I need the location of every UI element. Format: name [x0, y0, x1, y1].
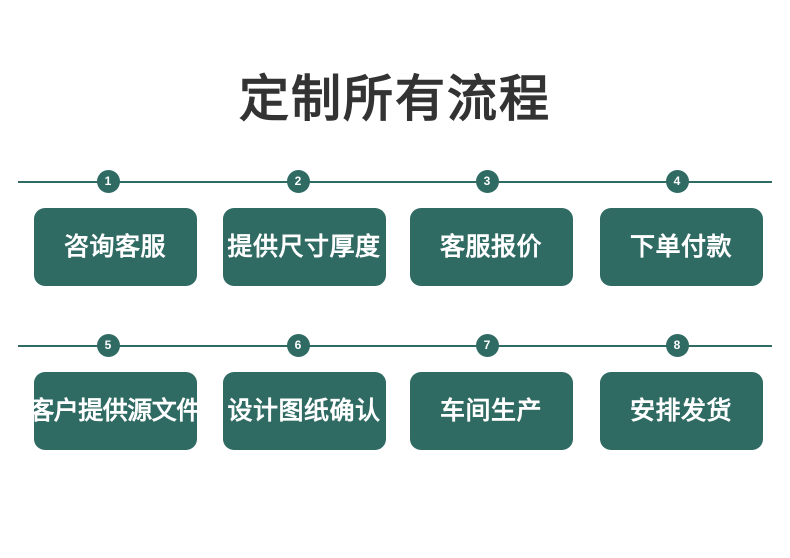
page-title: 定制所有流程	[239, 70, 551, 127]
step-card-2[interactable]: 提供尺寸厚度	[222, 208, 386, 286]
step-cards-row-2: 客户提供源文件 设计图纸确认 车间生产 安排发货	[0, 372, 790, 472]
step-card-4[interactable]: 下单付款	[599, 208, 763, 286]
step-number-badge-6: 6	[286, 334, 310, 357]
step-number-badge-3: 3	[475, 170, 499, 193]
connector-line	[18, 345, 772, 347]
step-number-badge-4: 4	[665, 170, 689, 193]
step-rail-1: 1 2 3 4	[0, 170, 790, 194]
step-number-badge-2: 2	[286, 170, 310, 193]
step-card-label: 客户提供源文件	[29, 396, 201, 425]
step-card-8[interactable]: 安排发货	[599, 372, 763, 450]
step-card-5[interactable]: 客户提供源文件	[29, 372, 201, 450]
step-card-label: 提供尺寸厚度	[227, 232, 381, 261]
step-rail-2: 5 6 7 8	[0, 334, 790, 358]
step-card-7[interactable]: 车间生产	[409, 372, 573, 450]
step-card-label: 客服报价	[439, 232, 542, 261]
step-card-label: 咨询客服	[63, 232, 166, 261]
steps-row-1: 1 2 3 4 咨询客服 提供尺寸厚度 客服报价 下单付款	[0, 170, 790, 308]
step-card-label: 车间生产	[439, 396, 542, 425]
connector-line	[18, 181, 772, 183]
step-card-6[interactable]: 设计图纸确认	[222, 372, 386, 450]
step-number-badge-1: 1	[96, 170, 120, 193]
step-card-label: 安排发货	[629, 396, 732, 425]
step-card-3[interactable]: 客服报价	[409, 208, 573, 286]
step-card-label: 下单付款	[629, 232, 732, 261]
step-cards-row-1: 咨询客服 提供尺寸厚度 客服报价 下单付款	[0, 208, 790, 308]
step-number-badge-7: 7	[475, 334, 499, 357]
page-title-container: 定制所有流程	[0, 38, 790, 160]
step-number-badge-8: 8	[665, 334, 689, 357]
steps-row-2: 5 6 7 8 客户提供源文件 设计图纸确认 车间生产 安排发货	[0, 334, 790, 472]
step-card-label: 设计图纸确认	[227, 396, 381, 425]
step-number-badge-5: 5	[96, 334, 120, 357]
step-card-1[interactable]: 咨询客服	[33, 208, 197, 286]
